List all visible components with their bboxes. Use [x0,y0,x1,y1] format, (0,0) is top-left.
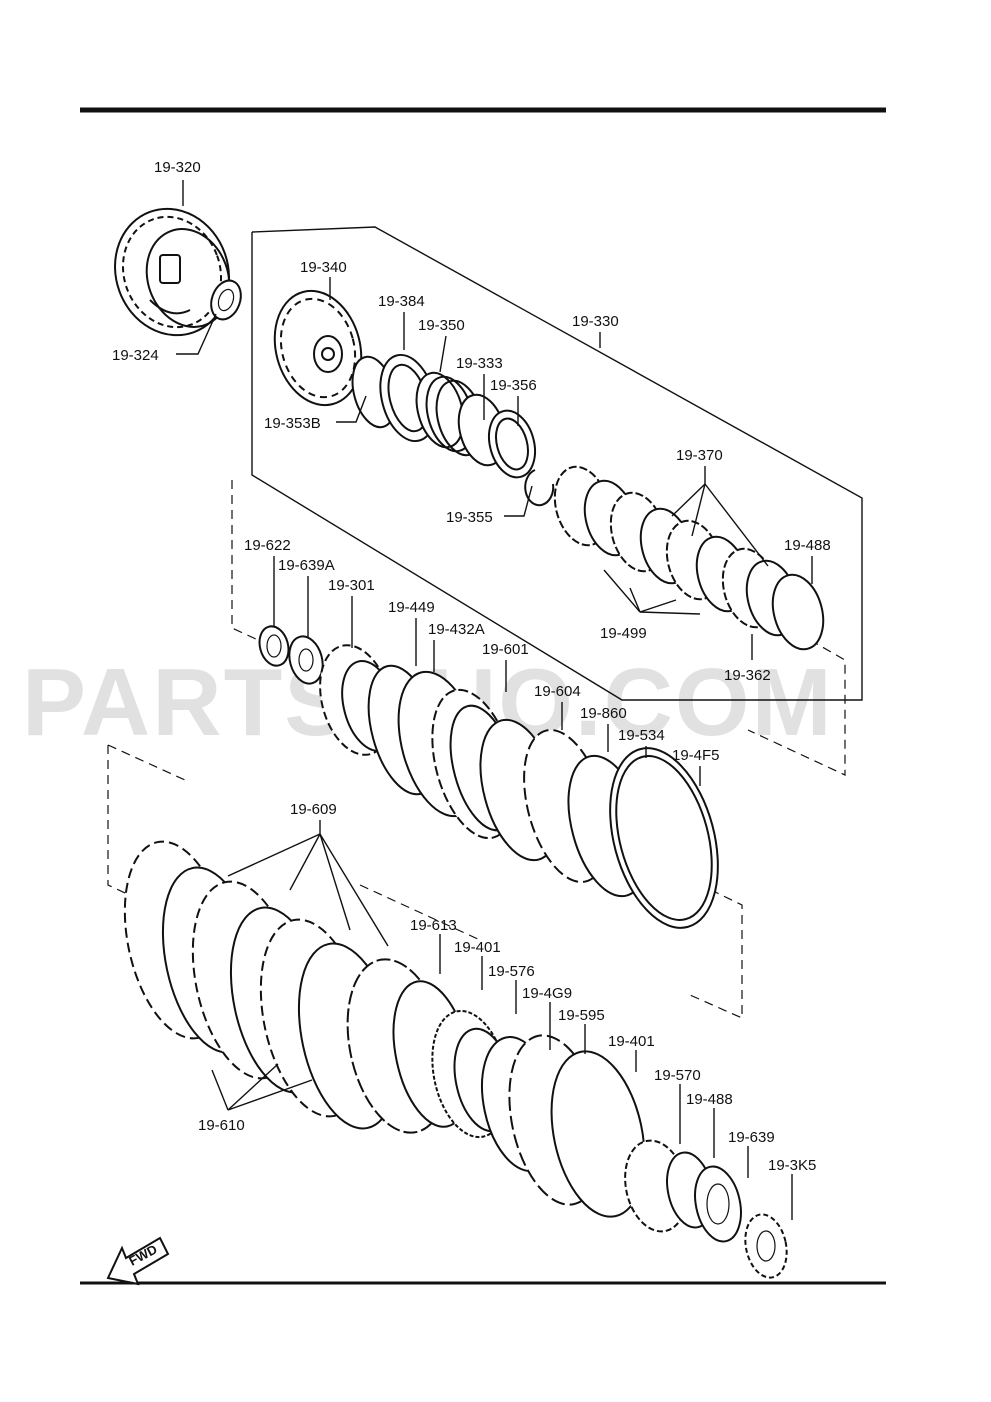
label-19-639: 19-639 [728,1129,775,1146]
drum-19-340 [273,289,363,407]
label-19-370: 19-370 [676,447,723,464]
label-19-570: 19-570 [654,1067,701,1084]
label-19-301: 19-301 [328,577,375,594]
washer-19-639A [288,635,324,685]
snap-ring-19-488-upper [771,573,825,651]
label-19-384: 19-384 [378,293,425,310]
label-19-330: 19-330 [572,313,619,330]
clutch-plates-19-609-610 [123,840,399,1130]
label-19-333: 19-333 [456,355,503,372]
label-19-355: 19-355 [446,509,493,526]
label-19-4G9: 19-4G9 [522,985,572,1002]
label-19-3K5: 19-3K5 [768,1157,816,1174]
label-19-534: 19-534 [618,727,665,744]
label-19-609: 19-609 [290,801,337,818]
label-19-613: 19-613 [410,917,457,934]
retainer-19-356 [487,409,537,479]
label-19-340: 19-340 [300,259,347,276]
label-19-601: 19-601 [482,641,529,658]
fwd-arrow: FWD [106,1236,170,1286]
assembly-19-330-outline [251,226,863,701]
leader-lines [176,180,813,1220]
label-19-320: 19-320 [154,159,201,176]
snap-ring-19-401-b [550,1050,646,1218]
label-19-356: 19-356 [490,377,537,394]
bearing-19-324 [210,279,242,321]
plate-19-4F5 [609,747,719,929]
dashed-guides [107,480,846,1019]
label-19-401-b: 19-401 [608,1033,655,1050]
label-19-595: 19-595 [558,1007,605,1024]
carrier-19-320 [114,207,231,337]
label-19-4F5: 19-4F5 [672,747,720,764]
label-19-401-a: 19-401 [454,939,501,956]
label-19-353B: 19-353B [264,415,321,432]
label-19-324: 19-324 [112,347,159,364]
bearing-19-3K5 [744,1213,788,1279]
label-19-639A: 19-639A [278,557,335,574]
label-19-576: 19-576 [488,963,535,980]
label-19-488-lower: 19-488 [686,1091,733,1108]
bearing-19-622 [258,625,290,667]
label-19-432A: 19-432A [428,621,485,638]
label-19-449: 19-449 [388,599,435,616]
label-19-350: 19-350 [418,317,465,334]
label-19-488-upper: 19-488 [784,537,831,554]
label-19-860: 19-860 [580,705,627,722]
label-19-604: 19-604 [534,683,581,700]
label-19-622: 19-622 [244,537,291,554]
label-19-362: 19-362 [724,667,771,684]
washer-19-639 [694,1165,742,1243]
clutch-pack-19-370 [553,465,799,637]
label-19-610: 19-610 [198,1117,245,1134]
snap-ring-19-355 [524,469,555,507]
label-19-499: 19-499 [600,625,647,642]
